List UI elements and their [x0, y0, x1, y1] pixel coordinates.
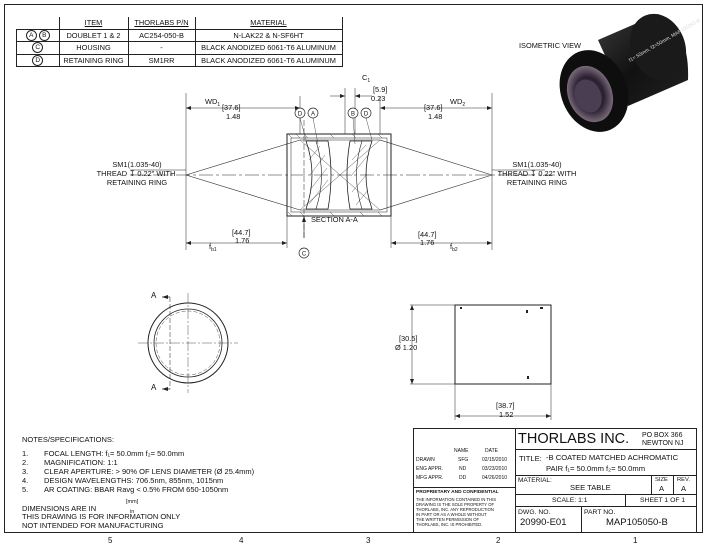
fb1-bracket: [44.7]	[232, 228, 251, 237]
balloon-d-left	[294, 107, 306, 119]
mark-b: B	[38, 29, 50, 41]
wd2-label: WD2	[450, 97, 465, 108]
thread-left-line2: THREAD ↧ 0.22" WITH	[96, 169, 176, 178]
balloon-d-right-text: D	[364, 111, 369, 117]
note-item: 5.AR COATING: BBAR Ravg < 0.5% FROM 650-…	[22, 485, 229, 494]
wd2-bracket: [37.6]	[424, 103, 443, 112]
c1-bracket: [5.9]	[373, 85, 388, 94]
note-item: 2.MAGNIFICATION: 1:1	[22, 458, 118, 467]
bom-pn: SM1RR	[127, 53, 196, 67]
wd1-bracket: [37.6]	[222, 103, 241, 112]
rev-cell: REV. A	[673, 475, 696, 495]
section-arrow-bottom-label: A	[151, 383, 157, 392]
balloon-a	[307, 107, 319, 119]
size-cell: SIZE A	[651, 475, 674, 495]
fb2-bracket: [44.7]	[418, 230, 437, 239]
approvals-table: NAME DATE DRAWN SFG 02/15/2010 ENG APPR.…	[414, 448, 516, 488]
length-value: 1.52	[499, 410, 514, 419]
balloon-a-text: A	[311, 111, 315, 117]
thread-right-line2: THREAD ↧ 0.22" WITH	[497, 169, 577, 178]
bom-row: D RETAINING RING SM1RR BLACK ANODIZED 60…	[16, 53, 343, 67]
thread-right-line3: RETAINING RING	[506, 178, 568, 187]
diameter-value: Ø 1.20	[395, 343, 418, 352]
company-block: THORLABS INC. PO BOX 366 NEWTON NJ	[515, 429, 696, 450]
proprietary-notice: PROPRIETARY AND CONFIDENTIAL THE INFORMA…	[414, 487, 516, 532]
isometric-lens-image: f1= 50mm, f2=50mm, MAP105050-B	[559, 13, 702, 132]
zone-label: 5	[108, 536, 113, 545]
balloon-b	[347, 107, 359, 119]
company-address-1: PO BOX 366	[642, 432, 683, 439]
part-number: MAP105050-B	[606, 517, 668, 528]
part-no-cell: PART NO. MAP105050-B	[581, 506, 696, 532]
fb1-value: 1.76	[235, 236, 250, 245]
bom-header-material: MATERIAL	[194, 17, 343, 30]
section-arrow-top-label: A	[151, 291, 157, 300]
balloon-b-text: B	[351, 111, 355, 117]
fb2-label: fb2	[450, 242, 458, 253]
zone-label: 3	[366, 536, 371, 545]
material-cell: MATERIAL: SEE TABLE	[515, 475, 652, 495]
bom-marks: D	[16, 53, 60, 67]
wd2-value: 1.48	[428, 112, 443, 121]
zone-label: 2	[496, 536, 501, 545]
units-line: DIMENSIONS ARE IN [mm] in	[22, 499, 139, 515]
drawing-title-2: PAIR f₁= 50.0mm f₂= 50.0mm	[546, 464, 646, 473]
balloon-d-right	[360, 107, 372, 119]
zone-label: 1	[633, 536, 638, 545]
thread-left-line3: RETAINING RING	[106, 178, 168, 187]
title-cell: TITLE: -B COATED MATCHED ACHROMATIC PAIR…	[515, 449, 696, 476]
c1-value: 0.23	[371, 94, 386, 103]
balloon-c	[298, 247, 310, 259]
wd1-label: WD1	[205, 97, 220, 108]
section-view	[130, 88, 555, 250]
isometric-view-label: ISOMETRIC VIEW	[519, 41, 582, 50]
notes-specifications: NOTES/SPECIFICATIONS: 1.FOCAL LENGTH: f₁…	[22, 435, 254, 530]
note-item: 4.DESIGN WAVELENGTHS: 706.5nm, 855nm, 10…	[22, 476, 224, 485]
title-block: NAME DATE DRAWN SFG 02/15/2010 ENG APPR.…	[413, 428, 697, 533]
not-for-manufacturing-note: NOT INTENDED FOR MANUFACTURING	[22, 521, 164, 530]
thread-right-line1: SM1(1.035-40)	[512, 160, 562, 169]
drawing-border	[4, 4, 703, 533]
bom-material: BLACK ANODIZED 6061-T6 ALUMINUM	[194, 53, 343, 67]
fb1-label: fb1	[209, 242, 217, 253]
dwg-no-cell: DWG. NO. 20990-E01	[515, 506, 582, 532]
section-label: SECTION A-A	[311, 215, 358, 224]
company-address-2: NEWTON NJ	[642, 440, 684, 447]
drawing-title-1: -B COATED MATCHED ACHROMATIC	[546, 453, 679, 462]
thread-left-line1: SM1(1.035-40)	[112, 160, 162, 169]
balloon-c-text: C	[302, 251, 307, 257]
fb2-value: 1.76	[420, 238, 435, 247]
mark-c: C	[32, 42, 44, 54]
dwg-number: 20990-E01	[520, 517, 567, 528]
note-item: 1.FOCAL LENGTH: f₁= 50.0mm f₂= 50.0mm	[22, 449, 185, 458]
company-name: THORLABS INC.	[518, 431, 630, 447]
length-bracket: [38.7]	[496, 401, 515, 410]
dimension-arrows	[186, 94, 492, 245]
balloon-d-left-text: D	[298, 111, 303, 117]
material-value: SEE TABLE	[570, 483, 611, 492]
zone-label: 4	[239, 536, 244, 545]
mark-a: A	[25, 29, 37, 41]
side-view	[410, 304, 552, 420]
wd1-value: 1.48	[226, 112, 241, 121]
notes-heading: NOTES/SPECIFICATIONS:	[22, 435, 114, 444]
info-only-note: THIS DRAWING IS FOR INFORMATION ONLY	[22, 512, 181, 521]
mark-d: D	[32, 54, 44, 66]
c1-label: C1	[362, 73, 370, 84]
note-item: 3.CLEAR APERTURE: > 90% OF LENS DIAMETER…	[22, 467, 255, 476]
diameter-bracket: [30.5]	[399, 334, 418, 343]
front-view	[138, 293, 238, 393]
